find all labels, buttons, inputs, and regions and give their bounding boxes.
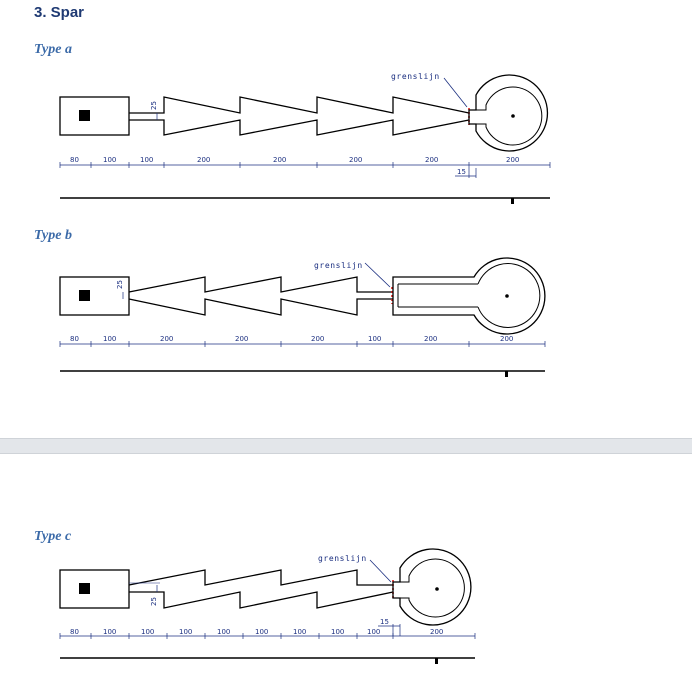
end-circle [468, 74, 549, 152]
page-sheet-bottom [0, 454, 692, 681]
tapered-edge-bottom [128, 298, 393, 316]
tapered-edge-bottom [129, 119, 470, 136]
dim-label: 100 [331, 628, 344, 636]
dim-label: 200 [349, 156, 362, 164]
center-point [511, 114, 515, 118]
end-keyhole-inner [397, 283, 478, 308]
dim-label: 200 [197, 156, 210, 164]
neck-label: 25 [150, 597, 158, 606]
dim-label: 200 [500, 335, 513, 343]
dim-label: 100 [255, 628, 268, 636]
dim-label: 100 [103, 335, 116, 343]
tapered-edge-top [128, 569, 393, 586]
dim-label: 200 [506, 156, 519, 164]
neck-label: 25 [150, 101, 158, 110]
boundary-leader [369, 559, 392, 583]
dim-label: 80 [70, 156, 79, 164]
tapered-edge-bottom [129, 591, 394, 609]
end-circle-inner [400, 558, 465, 618]
dim-label: 100 [217, 628, 230, 636]
offset-label: 15 [380, 618, 389, 626]
dim-label: 200 [235, 335, 248, 343]
boundary-label: grenslijn [314, 261, 363, 270]
type-a-diagram [59, 74, 550, 204]
dim-label: 80 [70, 335, 79, 343]
baseline-tick [505, 371, 508, 377]
start-marker [79, 110, 90, 121]
dim-label: 100 [140, 156, 153, 164]
tapered-edge-top [129, 96, 470, 114]
boundary-label: grenslijn [391, 72, 440, 81]
dim-label: 200 [425, 156, 438, 164]
section-title: 3. Spar [34, 4, 85, 21]
page-separator [0, 438, 692, 454]
type-b-diagram [59, 257, 546, 377]
type-b-ticks [59, 292, 546, 347]
dim-label: 100 [103, 156, 116, 164]
start-block [59, 569, 130, 609]
dim-label: 200 [424, 335, 437, 343]
center-point [505, 294, 509, 298]
start-block [59, 276, 130, 316]
boundary-leader [364, 262, 391, 288]
page-sheet-top [0, 0, 692, 438]
type-a-ticks [59, 113, 551, 178]
dim-label: 200 [430, 628, 443, 636]
type-c-diagram [59, 548, 475, 664]
dim-label: 200 [273, 156, 286, 164]
end-circle-inner [477, 263, 541, 328]
dim-label: 100 [179, 628, 192, 636]
end-keyhole [392, 257, 546, 335]
dim-label: 80 [70, 628, 79, 636]
dim-label: 100 [293, 628, 306, 636]
tapered-edge-top [128, 276, 393, 293]
start-marker [79, 290, 90, 301]
baseline-tick [435, 658, 438, 664]
dim-label: 200 [311, 335, 324, 343]
neck-label: 25 [116, 280, 124, 289]
type-c-heading: Type c [34, 529, 72, 544]
boundary-leader [443, 77, 468, 108]
baseline-tick [511, 198, 514, 204]
dim-label: 100 [367, 628, 380, 636]
start-block [59, 96, 130, 136]
dim-label: 100 [368, 335, 381, 343]
center-point [435, 587, 439, 591]
boundary-label: grenslijn [318, 554, 367, 563]
type-a-heading: Type a [34, 42, 72, 57]
dim-label: 100 [103, 628, 116, 636]
dim-label: 200 [160, 335, 173, 343]
type-b-heading: Type b [34, 228, 72, 243]
dim-label: 100 [141, 628, 154, 636]
offset-label: 15 [457, 168, 466, 176]
type-c-ticks [59, 582, 476, 639]
end-circle-inner [476, 86, 543, 146]
start-marker [79, 583, 90, 594]
end-circle [392, 548, 472, 626]
